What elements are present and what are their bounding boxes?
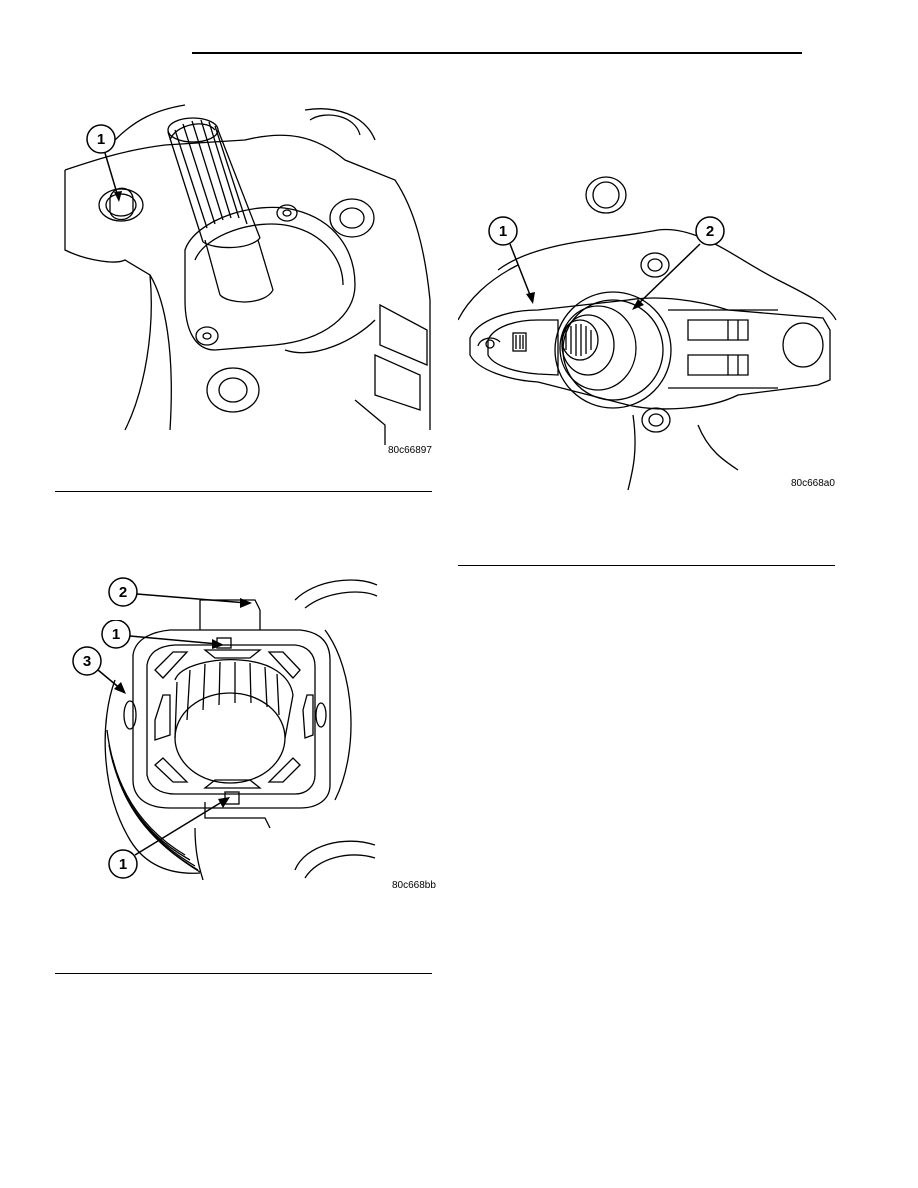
callout-1: 1 (97, 131, 105, 148)
callout-2: 2 (706, 223, 714, 240)
callout-2: 2 (119, 584, 127, 601)
header-rule (192, 52, 802, 54)
figure-code: 80c66897 (388, 445, 432, 456)
callout-1: 1 (112, 626, 120, 643)
figure-code: 80c668a0 (791, 478, 835, 489)
figure-code: 80c668bb (392, 880, 436, 891)
figure-divider (55, 491, 432, 492)
figure-release-fork: 1 2 80c668a0 (458, 170, 838, 500)
figure-divider (458, 565, 835, 566)
callout-1: 1 (119, 856, 127, 873)
figure-shaft-housing: 1 80c66897 (55, 100, 435, 465)
callout-1: 1 (499, 223, 507, 240)
figure-bearing-clips: 2 1 3 1 80c668bb (55, 570, 436, 900)
figure-divider (55, 973, 432, 974)
callout-3: 3 (83, 653, 91, 670)
